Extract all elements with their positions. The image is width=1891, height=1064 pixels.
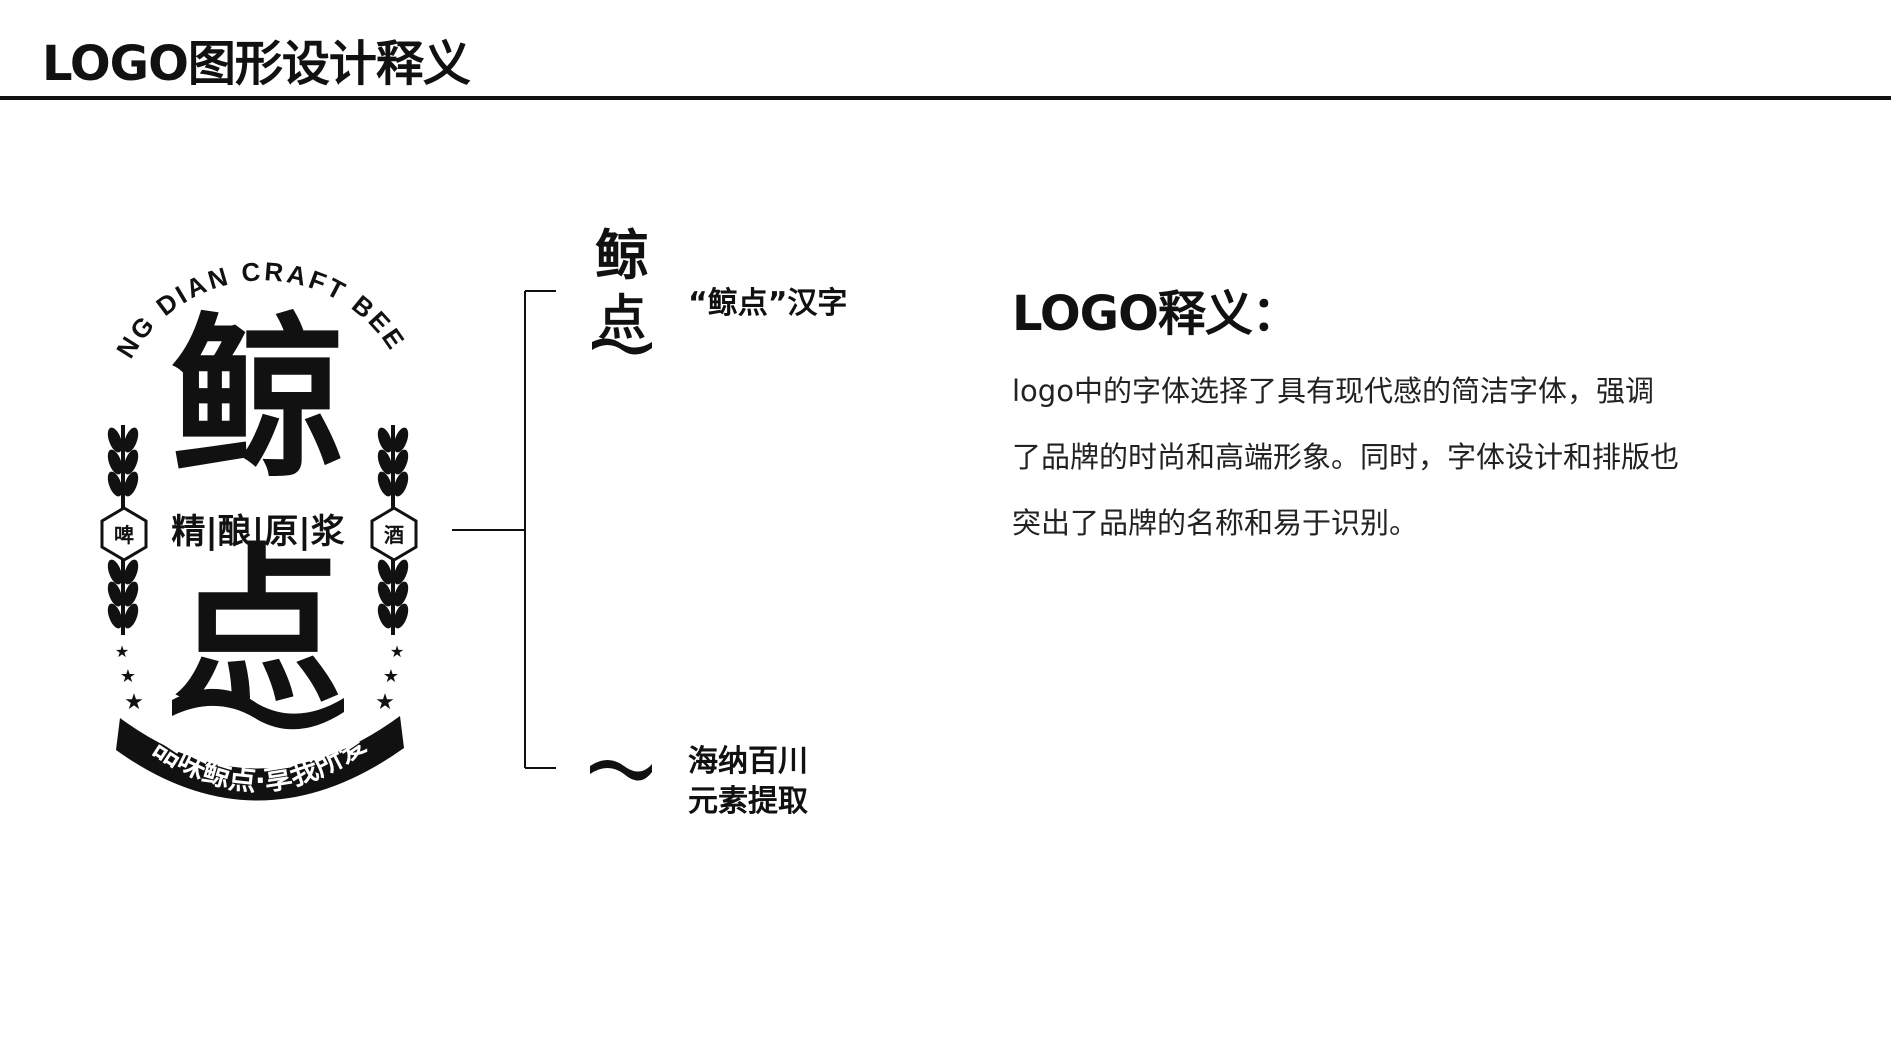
badge-left-text: 啤 bbox=[114, 523, 134, 547]
callout-element-line2: 元素提取 bbox=[688, 784, 808, 819]
logo-banner bbox=[116, 716, 404, 801]
badge-left-hexagon bbox=[100, 506, 148, 562]
svg-text:★: ★ bbox=[124, 690, 144, 715]
badge-right-hexagon bbox=[370, 506, 418, 562]
explanation-line-3: 突出了品牌的名称和易于识别。 bbox=[1012, 506, 1419, 540]
callout-bracket bbox=[452, 290, 556, 769]
svg-text:★: ★ bbox=[390, 642, 404, 661]
callout-hanzi-bottom: 点 bbox=[598, 290, 646, 346]
logo-wave-icon bbox=[172, 688, 344, 730]
logo-middle-text: 精|酿|原|浆 bbox=[171, 512, 344, 552]
page-title: LOGO图形设计释义 bbox=[42, 36, 471, 92]
callout-wave-icon bbox=[590, 760, 652, 781]
svg-text:★: ★ bbox=[120, 666, 136, 687]
explanation-heading: LOGO释义： bbox=[1012, 286, 1300, 342]
callout-element-line1: 海纳百川 bbox=[688, 744, 808, 779]
logo-banner-text: 品味鲸点·享我所爱 bbox=[148, 727, 372, 798]
callout-hanzi-label: “鲸点”汉字 bbox=[688, 286, 848, 321]
explanation-line-1: logo中的字体选择了具有现代感的简洁字体，强调 bbox=[1012, 374, 1654, 408]
badge-right-text: 酒 bbox=[384, 523, 404, 547]
svg-text:★: ★ bbox=[115, 642, 129, 661]
callout-hanzi-wave-icon bbox=[592, 338, 652, 355]
callout-hanzi-top: 鲸 bbox=[595, 224, 649, 287]
title-divider bbox=[0, 96, 1891, 100]
explanation-body: logo中的字体选择了具有现代感的简洁字体，强调 了品牌的时尚和高端形象。同时，… bbox=[1012, 358, 1712, 556]
callout-element-label: 海纳百川 元素提取 bbox=[688, 742, 808, 822]
logo-main-char-top: 鲸 bbox=[171, 299, 346, 502]
svg-text:★: ★ bbox=[375, 690, 395, 715]
svg-text:★: ★ bbox=[383, 666, 399, 687]
stars-left-icon: ★ ★ ★ bbox=[115, 642, 144, 715]
stars-right-icon: ★ ★ ★ bbox=[375, 642, 404, 715]
explanation-line-2: 了品牌的时尚和高端形象。同时，字体设计和排版也 bbox=[1012, 440, 1680, 474]
